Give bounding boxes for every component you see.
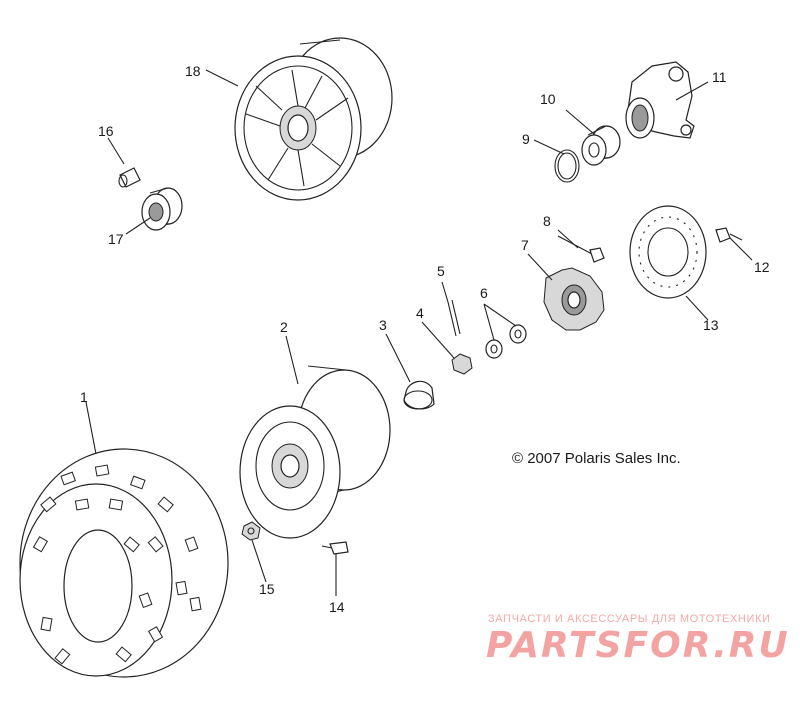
callout-17: 17 — [108, 231, 124, 247]
part-4-castle-nut — [451, 353, 473, 375]
leader-lines — [85, 69, 753, 596]
part-6-washers — [485, 324, 527, 359]
callout-9: 9 — [522, 131, 530, 147]
watermark-logo: PARTSFOR.RU — [486, 625, 790, 666]
part-16-pin — [118, 167, 141, 188]
part-7-hub — [543, 267, 605, 331]
callout-15: 15 — [259, 581, 275, 597]
part-12-bolt — [715, 227, 743, 243]
callout-6: 6 — [480, 285, 488, 301]
part-17-bearing — [141, 187, 183, 231]
callout-5: 5 — [437, 263, 445, 279]
callout-10: 10 — [540, 91, 556, 107]
part-9-snap-ring — [554, 149, 580, 183]
callout-18: 18 — [185, 63, 201, 79]
part-14-valve-stem — [321, 541, 349, 555]
part-1-tire — [19, 448, 229, 678]
part-15-nut — [241, 521, 261, 541]
callout-11: 11 — [712, 69, 727, 85]
copyright-text: © 2007 Polaris Sales Inc. — [512, 450, 681, 467]
callout-1: 1 — [80, 389, 88, 405]
part-3-hub-cap — [403, 380, 435, 410]
callout-13: 13 — [703, 317, 719, 333]
watermark-caption: ЗАПЧАСТИ И АКСЕССУАРЫ ДЛЯ МОТОТЕХНИКИ — [488, 613, 771, 625]
part-10-bearing — [581, 125, 621, 166]
callout-14: 14 — [329, 599, 345, 615]
callout-12: 12 — [754, 259, 770, 275]
callout-labels: 1 2 3 4 5 6 7 8 9 10 11 12 13 14 15 16 1… — [80, 63, 770, 615]
part-13-brake-disc — [629, 205, 707, 299]
callout-4: 4 — [416, 305, 424, 321]
callout-16: 16 — [98, 123, 114, 139]
callout-7: 7 — [521, 237, 529, 253]
part-5-cotter-pin — [447, 299, 461, 337]
part-11-knuckle — [625, 61, 695, 139]
part-18-alloy-wheel — [234, 37, 393, 201]
callout-2: 2 — [280, 319, 288, 335]
callout-3: 3 — [379, 317, 387, 333]
part-8-bolt — [557, 235, 605, 263]
part-2-steel-wheel — [239, 365, 391, 539]
callout-8: 8 — [543, 213, 551, 229]
